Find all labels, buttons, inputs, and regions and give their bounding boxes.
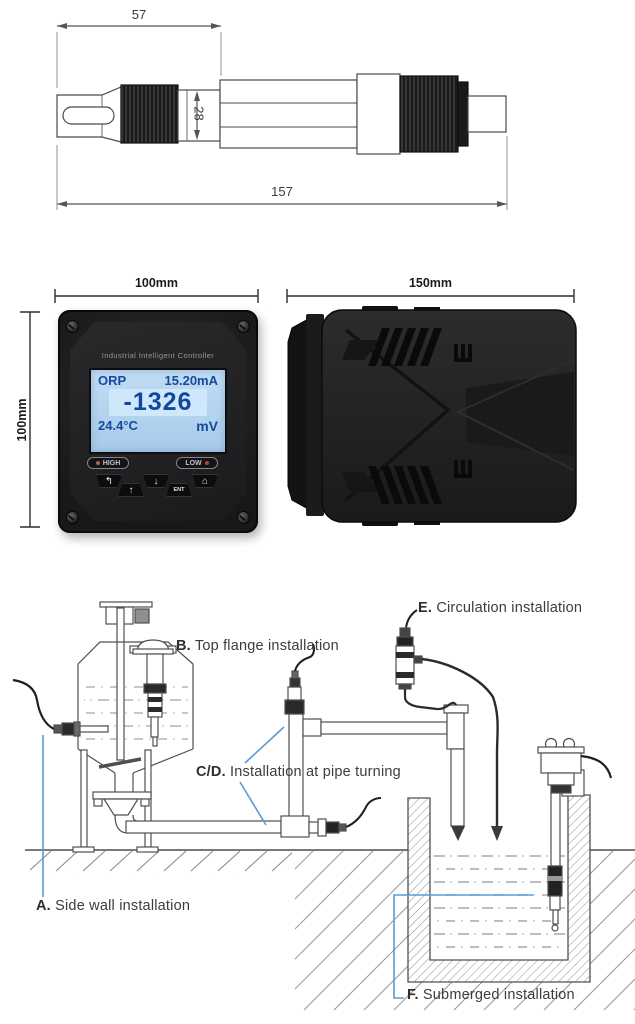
label-top-flange-installation: B. Top flange installation	[176, 638, 339, 654]
dim-front-width: 100mm	[134, 276, 179, 290]
dim-front-height: 100mm	[15, 398, 29, 442]
lcd-temperature: 24.4°C	[98, 418, 138, 433]
controller-side-view	[287, 306, 577, 526]
high-led-icon	[95, 461, 100, 465]
label-submerged-installation: F. Submerged installation	[407, 987, 575, 1003]
lcd-unit: mV	[196, 418, 218, 434]
label-side-wall-installation: A. Side wall installation	[36, 898, 191, 914]
lcd-main-value: -1326	[123, 388, 193, 416]
label-pipe-turning-installation: C/D. Installation at pipe turning	[196, 764, 401, 780]
high-button[interactable]: HIGH	[87, 457, 129, 469]
pipe-installation	[280, 643, 469, 841]
enter-key-label: ENT	[173, 487, 185, 493]
high-button-label: HIGH	[102, 459, 121, 467]
keypad: ↰ ↑ ↓ ENT ⌂	[96, 473, 220, 507]
screw-icon	[66, 320, 79, 333]
back-icon: ↰	[104, 475, 114, 487]
back-key[interactable]: ↰	[96, 474, 122, 488]
down-key[interactable]: ↓	[143, 474, 169, 488]
home-key[interactable]: ⌂	[192, 474, 218, 488]
leader-lines	[42, 726, 533, 999]
dim-probe-diameter: 28	[191, 106, 207, 121]
screw-icon	[237, 511, 250, 524]
low-led-icon	[204, 461, 209, 465]
lcd-display: ORP 15.20mA -1326 24.4°C mV	[89, 368, 227, 454]
installation-diagram	[12, 601, 635, 1010]
up-arrow-icon: ↑	[128, 484, 134, 496]
tank-with-agitator	[12, 601, 282, 853]
screw-icon	[237, 320, 250, 333]
screw-icon	[66, 511, 79, 524]
circulation-cell	[395, 609, 503, 841]
home-icon: ⌂	[201, 475, 209, 487]
dim-side-width: 150mm	[408, 276, 453, 290]
label-circulation-installation: E. Circulation installation	[418, 600, 583, 616]
up-key[interactable]: ↑	[118, 483, 144, 497]
dim-probe-head-length: 57	[131, 7, 147, 22]
down-arrow-icon: ↓	[153, 475, 159, 487]
enter-key[interactable]: ENT	[166, 483, 192, 497]
controller-front-view: Industrial Intelligent Controller ORP 15…	[58, 310, 258, 533]
dim-probe-total-length: 157	[271, 184, 293, 199]
lcd-mode: ORP	[98, 373, 127, 388]
probe-technical-drawing	[56, 23, 508, 210]
low-button-label: LOW	[185, 459, 202, 467]
low-button[interactable]: LOW	[176, 457, 218, 469]
controller-dimension-lines	[20, 289, 575, 528]
device-title: Industrial Intelligent Controller	[101, 351, 215, 360]
vent-mark-icon	[454, 344, 472, 478]
lcd-output-current: 15.20mA	[164, 373, 218, 388]
submerged-tank	[407, 737, 613, 983]
